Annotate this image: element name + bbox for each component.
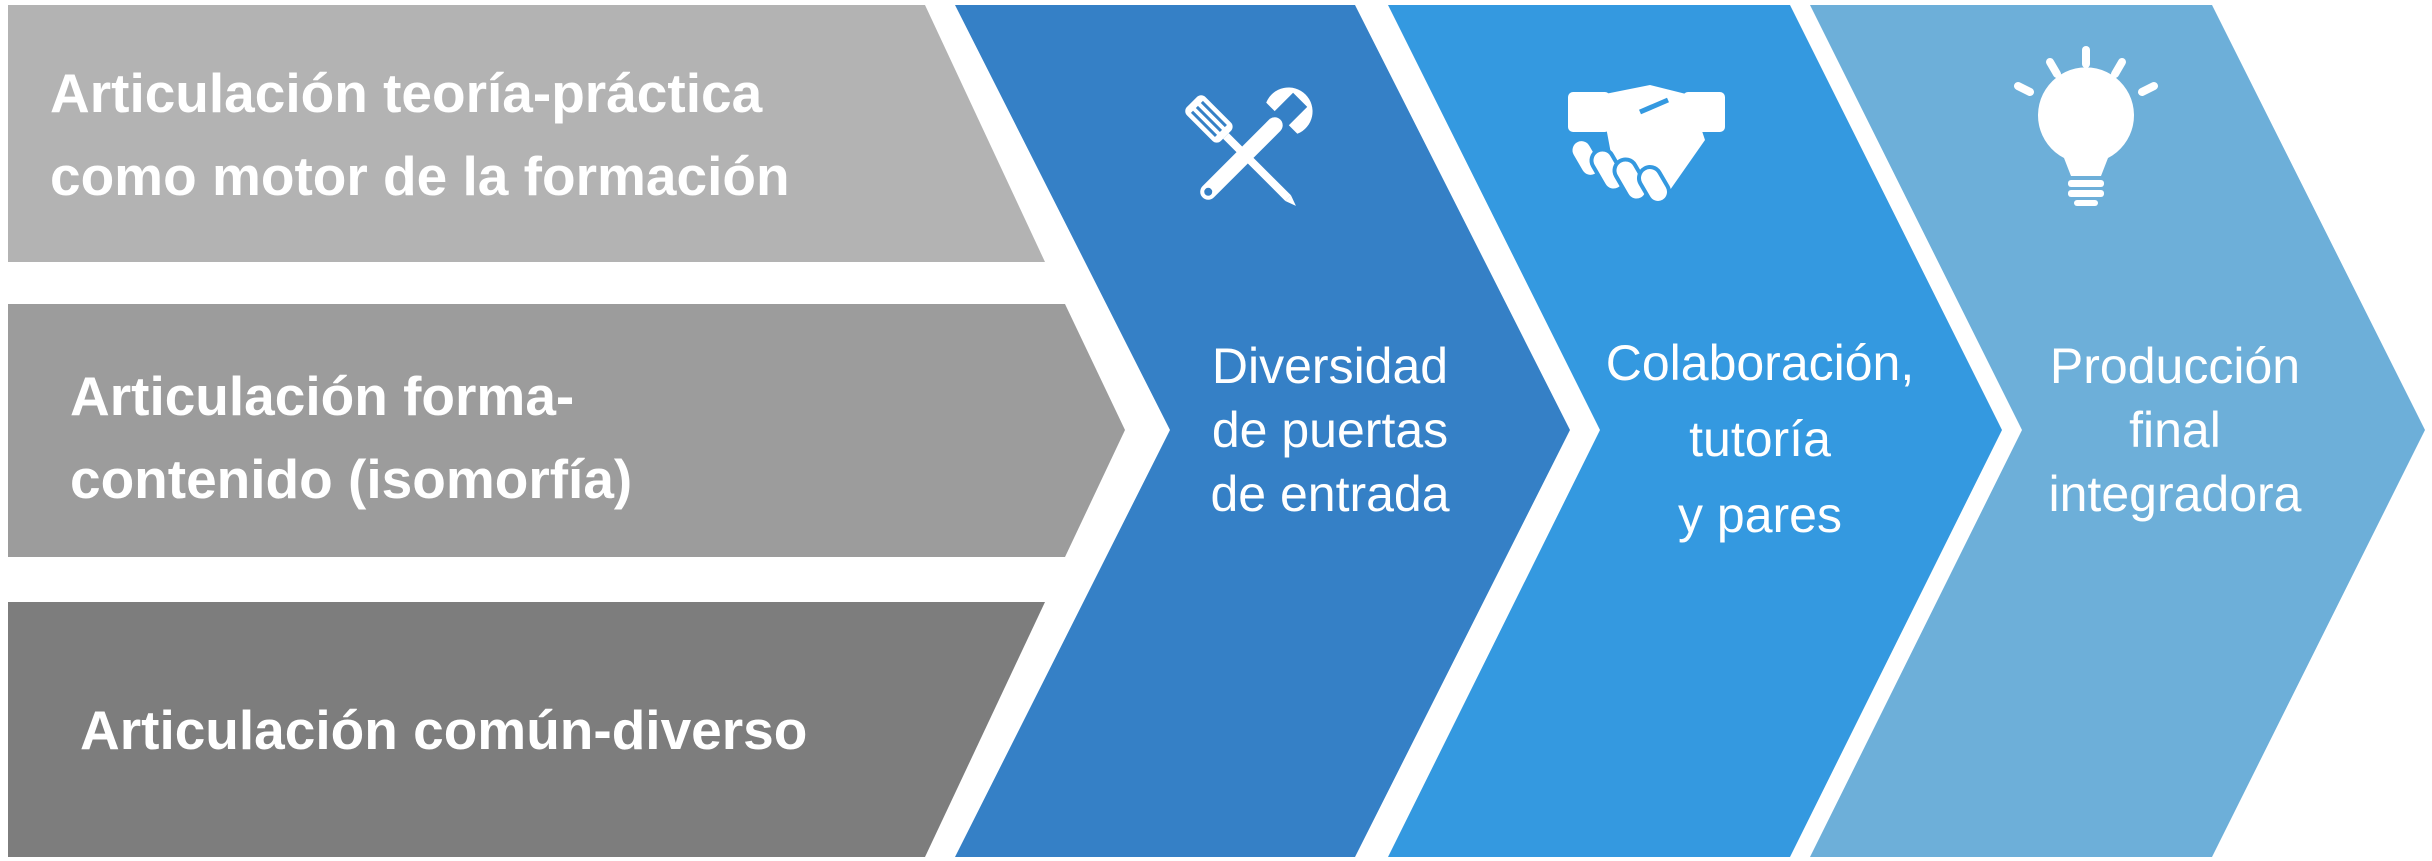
chevron-step-2 xyxy=(1388,5,2002,857)
articulation-label-2: Articulación forma- contenido (isomorfía… xyxy=(70,365,633,510)
articulation-label-3: Articulación común-diverso xyxy=(80,699,808,761)
articulation-bar-1 xyxy=(8,5,1045,262)
step-label-2: Colaboración, tutoría y pares xyxy=(1605,335,1915,543)
articulation-bar-3 xyxy=(8,602,1045,857)
handshake-icon xyxy=(1568,85,1725,205)
lightbulb-icon xyxy=(2014,46,2158,206)
articulation-label-1: Articulación teoría-práctica como motor … xyxy=(50,62,790,207)
chevron-step-3 xyxy=(1810,5,2425,857)
step-label-1: Diversidad de puertas de entrada xyxy=(1210,338,1450,522)
articulation-bar-2 xyxy=(8,304,1125,557)
step-label-3: Producción final integradora xyxy=(2048,338,2302,522)
chevron-step-1 xyxy=(955,5,1570,857)
tools-icon xyxy=(1185,87,1313,206)
